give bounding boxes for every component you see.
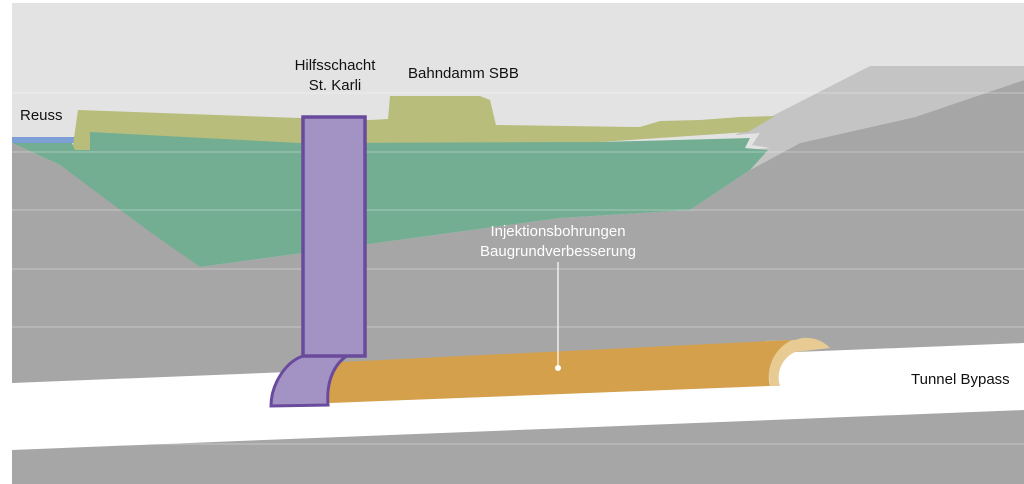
label-injection-line2: Baugrundverbesserung [480, 243, 636, 260]
grid-lines [12, 92, 1024, 445]
label-reuss: Reuss [20, 107, 63, 124]
label-injection-line1: Injektionsbohrungen [490, 223, 626, 240]
label-shaft-line2: St. Karli [308, 77, 362, 94]
fill-layer [72, 96, 775, 152]
shaft-elbow [269, 352, 351, 408]
label-tunnel: Tunnel Bypass [911, 371, 1010, 388]
label-embankment: Bahndamm SBB [408, 65, 519, 82]
injection-ring [765, 337, 830, 386]
callout-dot [555, 365, 561, 371]
label-injection: Injektionsbohrungen Baugrundverbesserung [458, 222, 658, 262]
injection-zone [319, 340, 792, 403]
label-shaft: Hilfsschacht St. Karli [255, 56, 415, 96]
gravel-layer [12, 132, 768, 267]
slope-layer [735, 66, 1024, 170]
shaft-hilfsschacht [301, 115, 367, 358]
river-reuss [12, 137, 75, 143]
label-shaft-line1: Hilfsschacht [294, 57, 376, 74]
